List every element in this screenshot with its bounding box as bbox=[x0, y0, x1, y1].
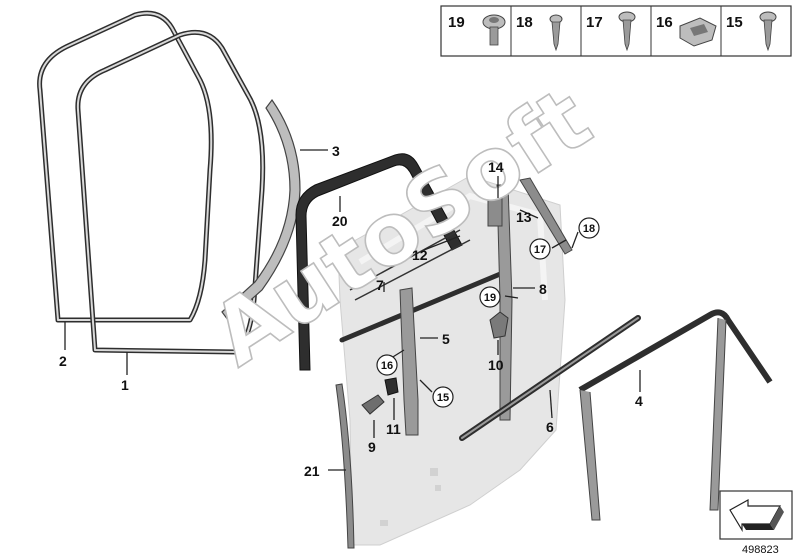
svg-text:18: 18 bbox=[583, 223, 595, 235]
callout-1: 1 bbox=[121, 377, 129, 393]
part-2-outer-seal bbox=[37, 10, 214, 323]
circled-callout-19: 19 bbox=[479, 286, 501, 308]
svg-text:16: 16 bbox=[381, 360, 393, 372]
svg-text:15: 15 bbox=[437, 392, 449, 404]
self-tapping-screw-icon bbox=[549, 14, 563, 52]
callout-3: 3 bbox=[332, 143, 340, 159]
reference-number: 498823 bbox=[742, 544, 779, 556]
part-4-frame-moulding bbox=[578, 309, 773, 521]
part-12-glass-run bbox=[349, 229, 471, 301]
svg-text:17: 17 bbox=[586, 14, 603, 31]
legend-item-15: 15 bbox=[726, 11, 777, 52]
part-5-channel bbox=[399, 287, 419, 436]
legend-item-18: 18 bbox=[516, 14, 563, 52]
circled-callout-18: 18 bbox=[578, 217, 600, 239]
fastener-legend: 19 18 17 16 bbox=[440, 5, 792, 57]
part-9-clip bbox=[361, 394, 385, 415]
callouts: 1 2 3 4 5 6 7 8 9 10 11 12 13 14 20 21 bbox=[59, 143, 643, 479]
legend-item-19: 19 bbox=[448, 14, 506, 46]
svg-text:19: 19 bbox=[448, 14, 465, 31]
svg-text:15: 15 bbox=[726, 14, 743, 31]
circled-callout-17: 17 bbox=[529, 238, 551, 260]
part-10-bracket bbox=[489, 311, 509, 339]
part-7-belt-strip bbox=[339, 269, 508, 343]
callout-10: 10 bbox=[488, 357, 504, 373]
callout-8: 8 bbox=[539, 281, 547, 297]
part-14-seal-piece bbox=[487, 197, 503, 227]
circled-callout-16: 16 bbox=[376, 354, 398, 376]
round-head-screw-icon bbox=[482, 14, 506, 46]
callout-6: 6 bbox=[546, 419, 554, 435]
callout-4: 4 bbox=[635, 393, 643, 409]
svg-text:19: 19 bbox=[484, 292, 496, 304]
part-6-outer-moulding bbox=[459, 315, 641, 441]
callout-21: 21 bbox=[304, 463, 320, 479]
callout-9: 9 bbox=[368, 439, 376, 455]
part-21-lower-strip bbox=[335, 383, 355, 549]
callout-2: 2 bbox=[59, 353, 67, 369]
arrow-symbol-box bbox=[719, 490, 793, 540]
legend-item-16: 16 bbox=[656, 14, 717, 47]
callout-7: 7 bbox=[376, 277, 384, 293]
part-11-clip bbox=[384, 377, 399, 396]
svg-text:18: 18 bbox=[516, 14, 533, 31]
countersunk-screw-icon bbox=[759, 11, 777, 52]
callout-12: 12 bbox=[412, 247, 428, 263]
callout-5: 5 bbox=[442, 331, 450, 347]
callout-14: 14 bbox=[488, 159, 504, 175]
part-1-inner-seal bbox=[75, 29, 266, 355]
circled-callouts: 15 16 17 18 19 bbox=[376, 217, 600, 408]
callout-20: 20 bbox=[332, 213, 348, 229]
part-3-pillar-strip bbox=[221, 98, 301, 321]
callout-13: 13 bbox=[516, 209, 532, 225]
clip-nut-icon bbox=[679, 17, 717, 47]
svg-text:17: 17 bbox=[534, 244, 546, 256]
legend-item-17: 17 bbox=[586, 11, 636, 52]
svg-text:16: 16 bbox=[656, 14, 673, 31]
callout-11: 11 bbox=[386, 421, 401, 437]
washer-head-screw-icon bbox=[618, 11, 636, 52]
circled-callout-15: 15 bbox=[432, 386, 454, 408]
part-13-cover-trim bbox=[519, 177, 573, 255]
